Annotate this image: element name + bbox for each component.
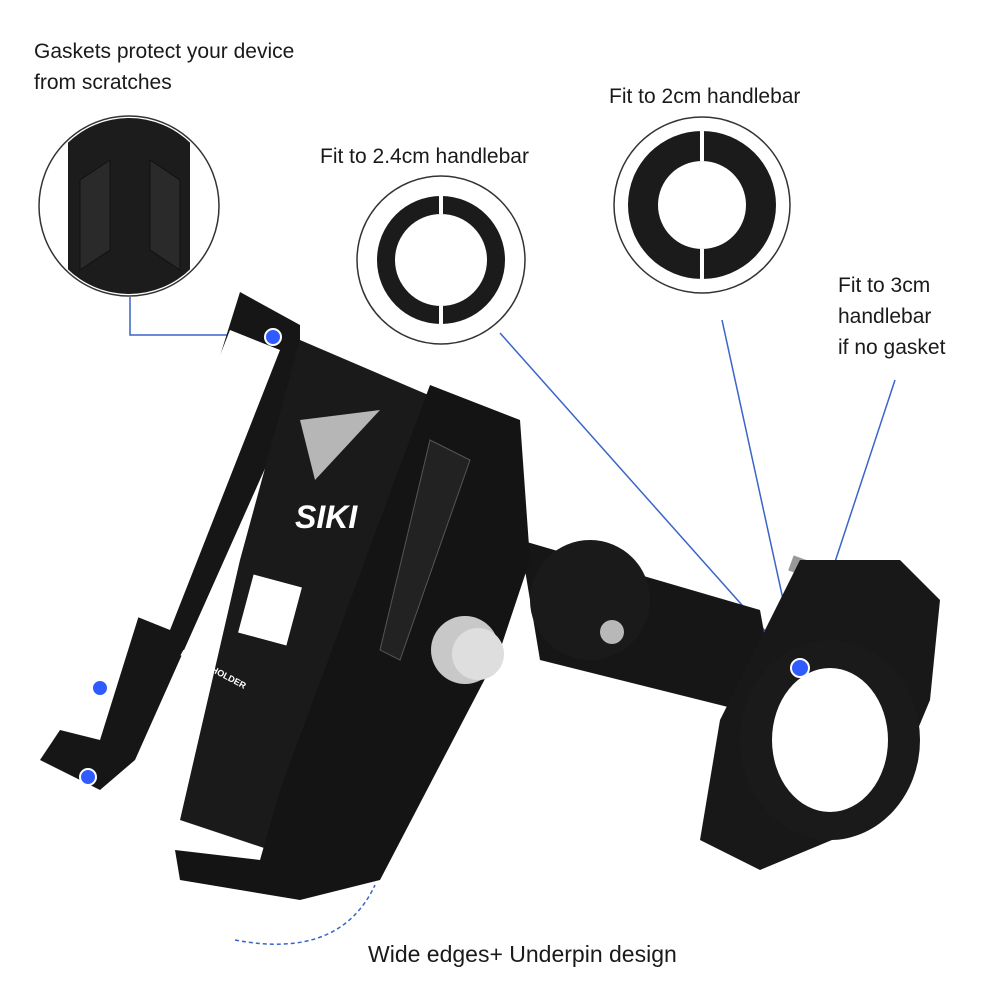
gasket-2-callout (613, 116, 791, 294)
handlebar-mount (520, 540, 940, 870)
phone-holder: SIKI PHONE HOLDER (40, 292, 530, 900)
gasket-detail-callout (38, 115, 220, 297)
fit-2cm-label: Fit to 2cm handlebar (609, 85, 801, 108)
fit-3cm-label: Fit to 3cm handlebar if no gasket (838, 274, 946, 359)
gasket-24-callout (356, 175, 526, 345)
marker-dots (79, 328, 810, 786)
wide-edges-label: Wide edges+ Underpin design (368, 941, 677, 967)
brand-logo: SIKI (295, 499, 358, 535)
gaskets-label: Gaskets protect your device from scratch… (34, 40, 295, 94)
bolt-icon (600, 620, 624, 644)
fit-24cm-label: Fit to 2.4cm handlebar (320, 145, 529, 168)
